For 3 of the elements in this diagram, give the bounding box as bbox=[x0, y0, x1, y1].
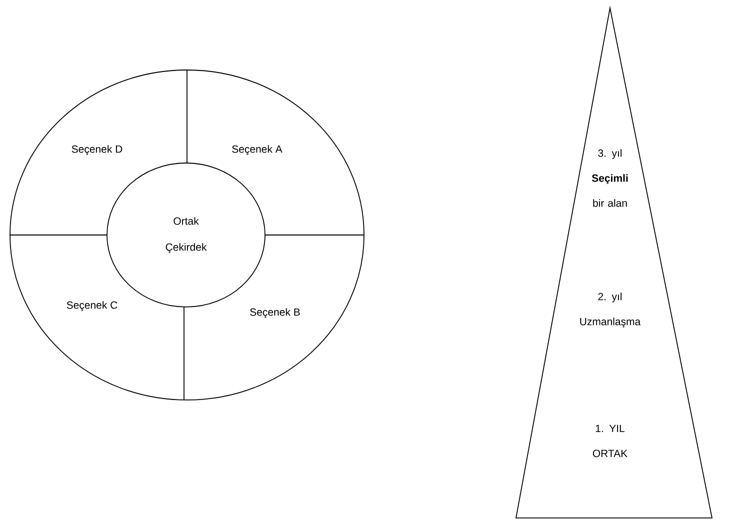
sector-label: Seçenek A bbox=[232, 145, 282, 155]
sector-label: Seçenek D bbox=[72, 145, 122, 155]
sector-label: Seçenek B bbox=[250, 308, 300, 318]
